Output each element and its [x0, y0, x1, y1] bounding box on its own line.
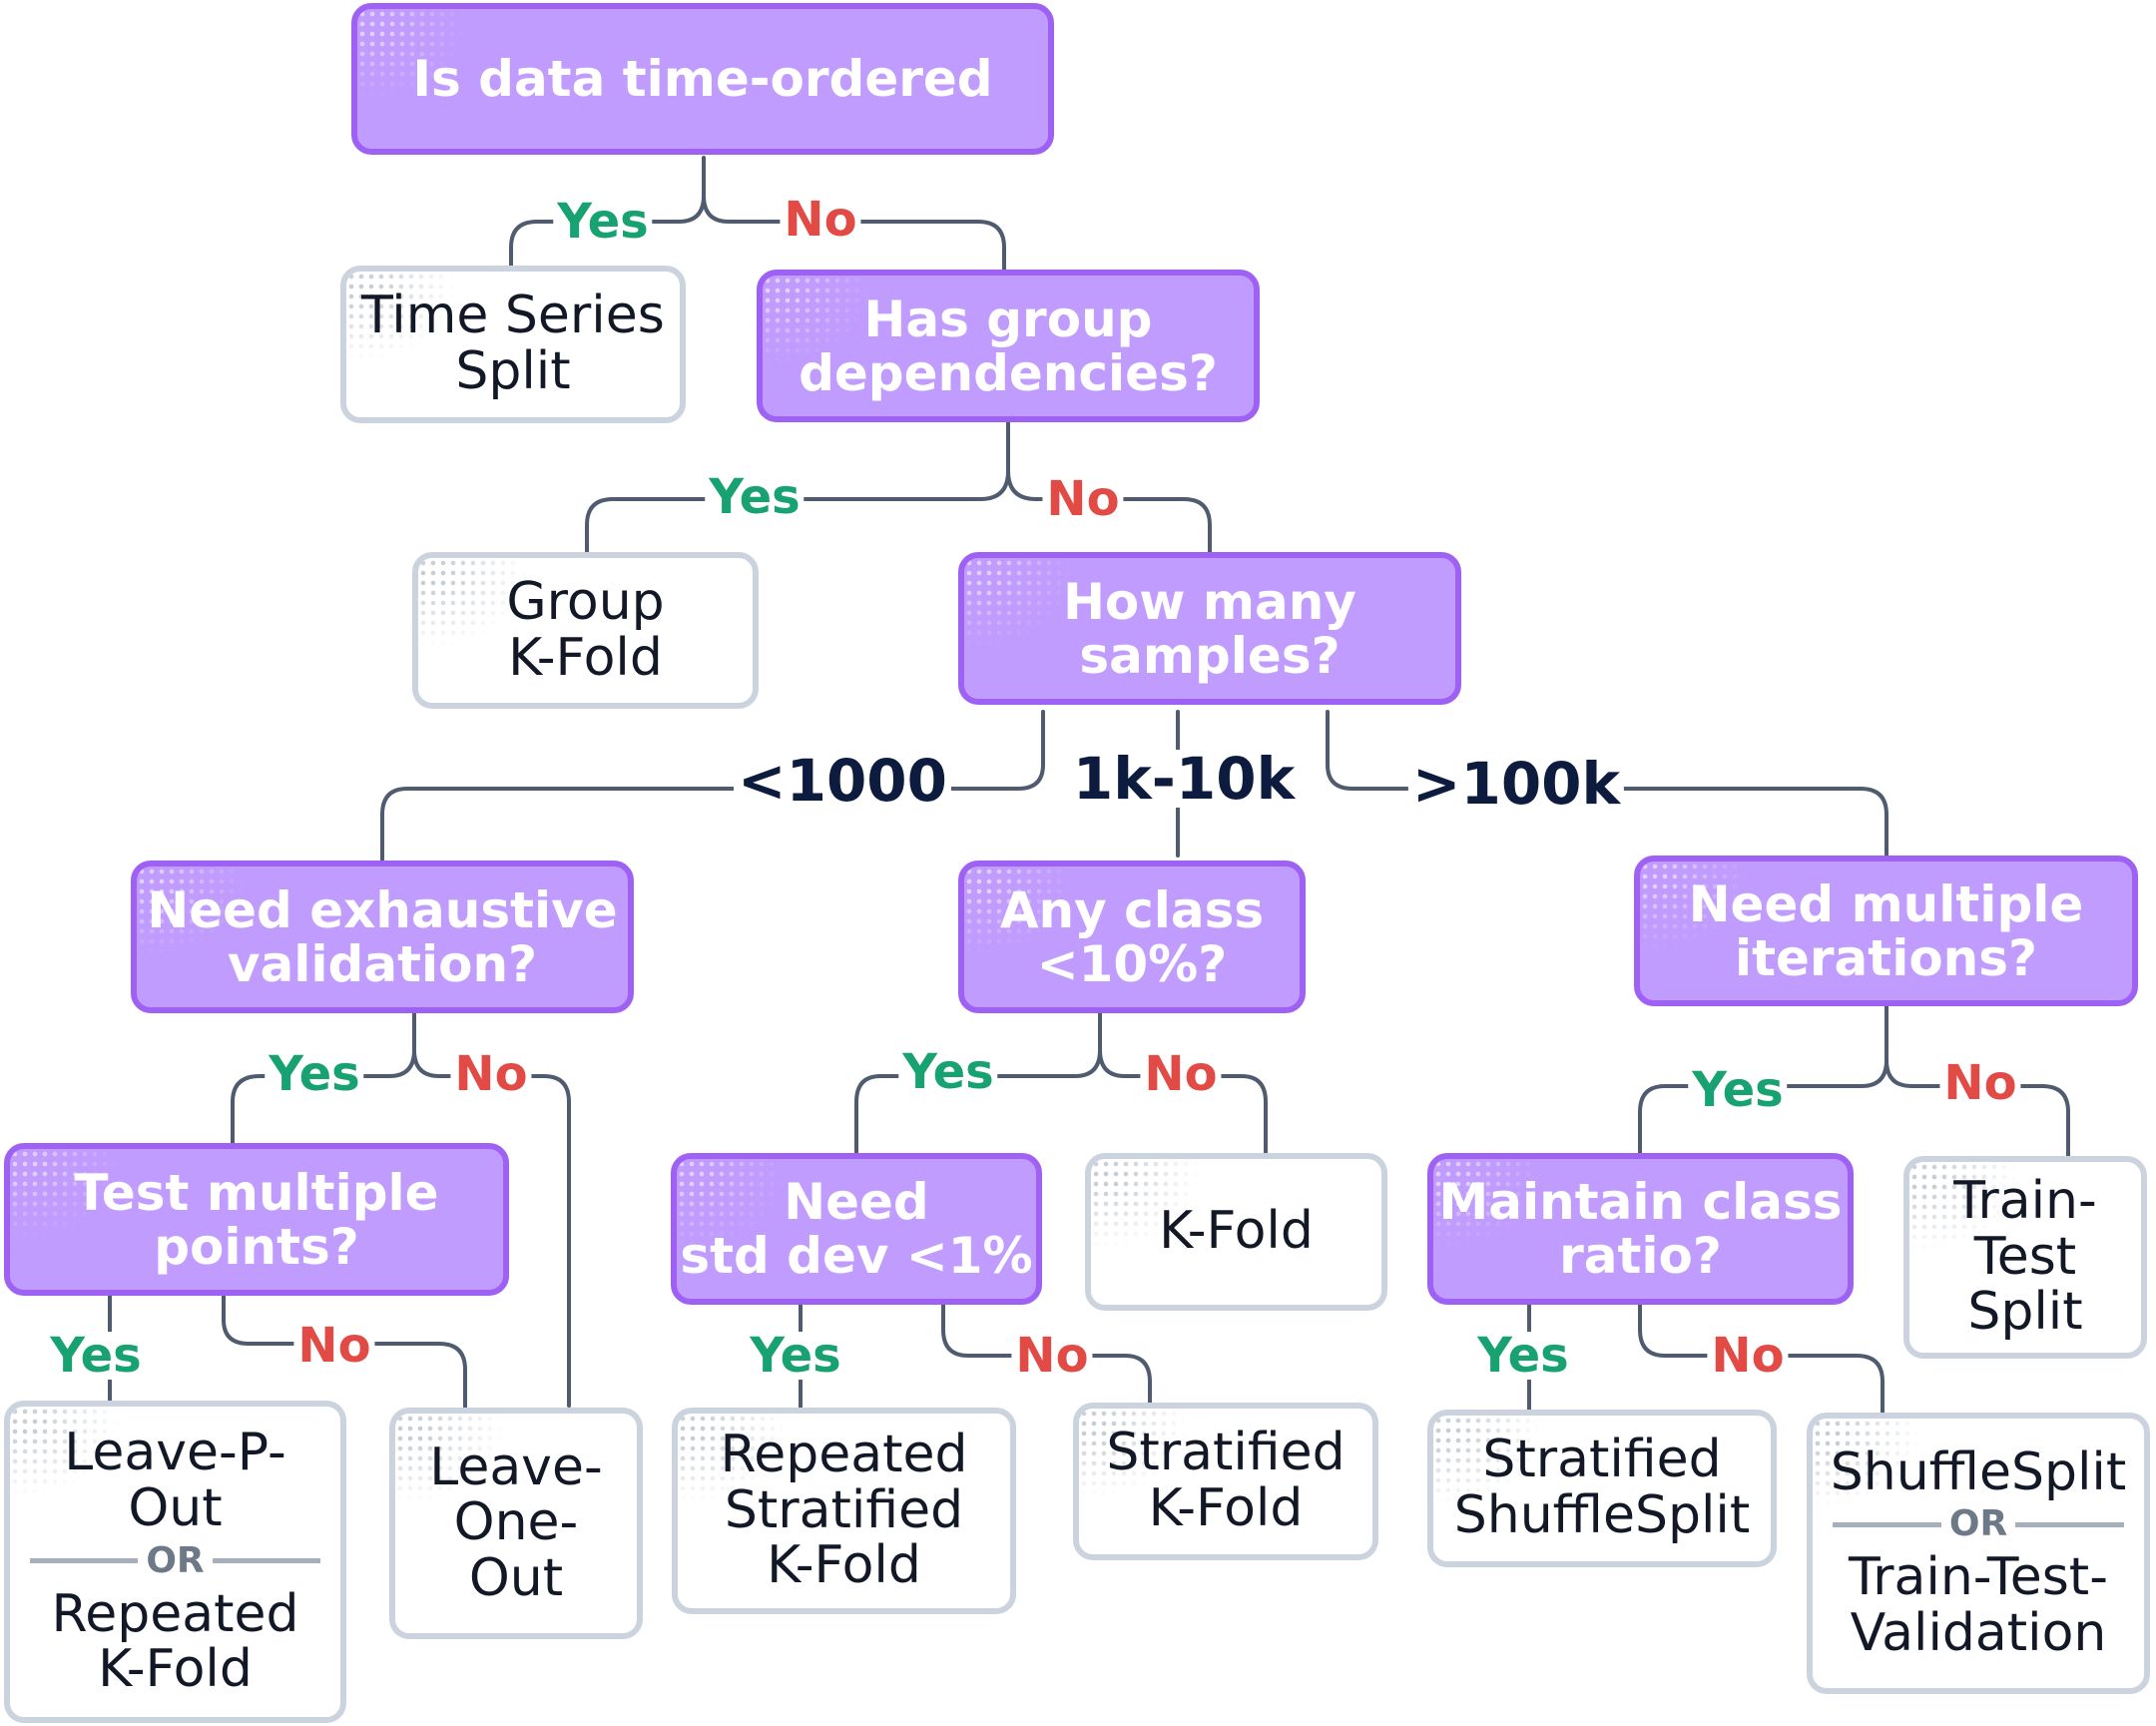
or-divider-line-left [29, 1558, 139, 1563]
answer-shufflesplit-or-train-test-validation: ShuffleSplit OR Train-Test- Validation [1807, 1413, 2150, 1694]
answer-leave-one-out-text: Leave- One- Out [429, 1437, 603, 1608]
edge-root-no [702, 194, 1006, 272]
question-test-multiple-points-text: Test multiple points? [74, 1163, 439, 1276]
answer-stratified-kfold: Stratified K-Fold [1073, 1403, 1378, 1560]
or-divider-line-left [1832, 1521, 1941, 1527]
or-label: OR [146, 1539, 205, 1581]
branch-label-root-yes: Yes [553, 198, 653, 246]
branch-label-lt-1000: <1000 [733, 752, 952, 810]
question-test-multiple-points: Test multiple points? [4, 1143, 509, 1296]
question-group-dependencies: Has group dependencies? [757, 270, 1260, 422]
question-exhaustive-validation-text: Need exhaustive validation? [147, 880, 618, 993]
question-time-ordered-text: Is data time-ordered [412, 50, 993, 108]
branch-label-maintain-no: No [1707, 1332, 1789, 1380]
answer-leave-one-out: Leave- One- Out [389, 1408, 643, 1639]
branch-label-root-no: No [780, 196, 861, 244]
edge-group-no [1006, 469, 1212, 554]
question-multiple-iterations: Need multiple iterations? [1634, 856, 2138, 1006]
branch-label-iterations-no: No [1939, 1059, 2021, 1107]
question-need-std-dev-text: Need std dev <1% [680, 1173, 1033, 1285]
answer-stratified-kfold-text: Stratified K-Fold [1106, 1423, 1346, 1538]
answer-train-test-split-text: Train- Test Split [1953, 1171, 2097, 1343]
or-label: OR [1948, 1503, 2008, 1545]
answer-train-test-validation-text: Train-Test- Validation [1849, 1547, 2108, 1663]
branch-label-anyclass-no: No [1140, 1050, 1222, 1098]
edge-iterations-no [1885, 1058, 2070, 1158]
or-divider: OR [1832, 1503, 2125, 1545]
question-maintain-class-ratio-text: Maintain class ratio? [1438, 1173, 1843, 1285]
branch-label-maintain-yes: Yes [1473, 1332, 1573, 1380]
answer-stratified-shufflesplit-text: Stratified ShuffleSplit [1453, 1430, 1751, 1545]
answer-train-test-split: Train- Test Split [1903, 1156, 2147, 1359]
answer-group-kfold-text: Group K-Fold [506, 571, 665, 688]
answer-group-kfold: Group K-Fold [412, 552, 759, 709]
or-divider-line-right [2015, 1521, 2125, 1527]
branch-label-stddev-no: No [1011, 1332, 1093, 1380]
edge-anyclass-no [1098, 1048, 1268, 1160]
question-maintain-class-ratio: Maintain class ratio? [1427, 1153, 1854, 1305]
question-exhaustive-validation: Need exhaustive validation? [131, 861, 634, 1013]
question-any-class-text: Any class <10%? [999, 880, 1265, 993]
branch-label-1k-10k: 1k-10k [1068, 750, 1300, 808]
question-how-many-samples-text: How many samples? [1063, 572, 1356, 685]
answer-repeated-stratified-kfold: Repeated Stratified K-Fold [672, 1408, 1016, 1614]
branch-label-testmultiple-no: No [293, 1322, 375, 1370]
answer-leave-p-out-or-repeated-kfold: Leave-P- Out OR Repeated K-Fold [4, 1401, 346, 1723]
branch-label-iterations-yes: Yes [1688, 1066, 1788, 1114]
branch-label-exhaustive-yes: Yes [265, 1050, 364, 1098]
answer-shufflesplit-text: ShuffleSplit [1830, 1441, 2127, 1502]
or-divider: OR [29, 1539, 321, 1581]
branch-label-testmultiple-yes: Yes [46, 1332, 146, 1380]
branch-label-gt-100k: >100k [1407, 755, 1625, 813]
branch-label-group-yes: Yes [705, 473, 805, 521]
branch-label-stddev-yes: Yes [746, 1332, 845, 1380]
question-any-class: Any class <10%? [958, 861, 1306, 1013]
question-need-std-dev: Need std dev <1% [671, 1153, 1042, 1305]
question-group-dependencies-text: Has group dependencies? [799, 289, 1218, 402]
question-time-ordered: Is data time-ordered [351, 3, 1054, 155]
branch-label-group-no: No [1042, 475, 1124, 523]
answer-stratified-shufflesplit: Stratified ShuffleSplit [1427, 1410, 1777, 1567]
answer-time-series-split: Time Series Split [340, 266, 686, 423]
branch-label-exhaustive-no: No [450, 1050, 532, 1098]
answer-repeated-stratified-kfold-text: Repeated Stratified K-Fold [720, 1425, 968, 1596]
answer-leave-p-out-text: Leave-P- Out [64, 1423, 286, 1538]
question-how-many-samples: How many samples? [958, 552, 1461, 705]
or-divider-line-right [212, 1558, 321, 1563]
answer-kfold: K-Fold [1085, 1153, 1387, 1311]
question-multiple-iterations-text: Need multiple iterations? [1688, 874, 2084, 987]
answer-time-series-split-text: Time Series Split [361, 286, 665, 401]
branch-label-anyclass-yes: Yes [898, 1048, 998, 1096]
edge-exhaustive-no [412, 1048, 571, 1408]
answer-kfold-text: K-Fold [1159, 1201, 1314, 1262]
answer-repeated-kfold-text: Repeated K-Fold [51, 1583, 299, 1700]
edge-samples-lt1000 [380, 710, 1045, 863]
